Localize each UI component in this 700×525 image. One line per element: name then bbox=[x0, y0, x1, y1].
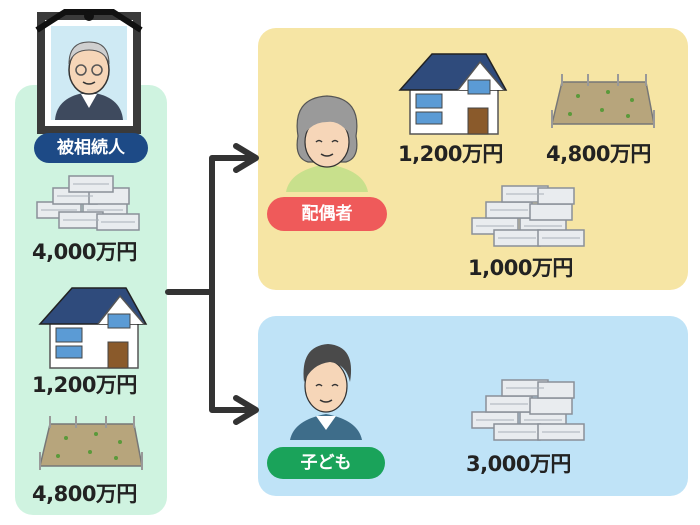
memorial-portrait-icon bbox=[35, 9, 143, 134]
decedent-land-amount: 4,800万円 bbox=[32, 482, 137, 506]
child-badge: 子ども bbox=[267, 447, 385, 479]
house-icon bbox=[38, 287, 148, 369]
spouse-cash-amount: 1,000万円 bbox=[468, 256, 573, 280]
house-icon bbox=[398, 53, 508, 135]
child-cash-amount: 3,000万円 bbox=[466, 452, 571, 476]
land-plot-icon bbox=[551, 74, 655, 128]
decedent-cash-amount: 4,000万円 bbox=[32, 240, 137, 264]
spouse-badge: 配偶者 bbox=[267, 197, 387, 231]
spouse-house-amount: 1,200万円 bbox=[398, 142, 503, 166]
child-avatar-icon bbox=[290, 344, 362, 440]
decedent-badge: 被相続人 bbox=[34, 133, 148, 163]
cash-stack-icon bbox=[36, 175, 140, 231]
spouse-avatar-icon bbox=[286, 95, 368, 192]
spouse-land-amount: 4,800万円 bbox=[546, 142, 651, 166]
land-plot-icon bbox=[39, 416, 143, 470]
cash-stack-icon bbox=[471, 379, 585, 441]
cash-stack-icon bbox=[471, 185, 585, 247]
decedent-house-amount: 1,200万円 bbox=[32, 373, 137, 397]
